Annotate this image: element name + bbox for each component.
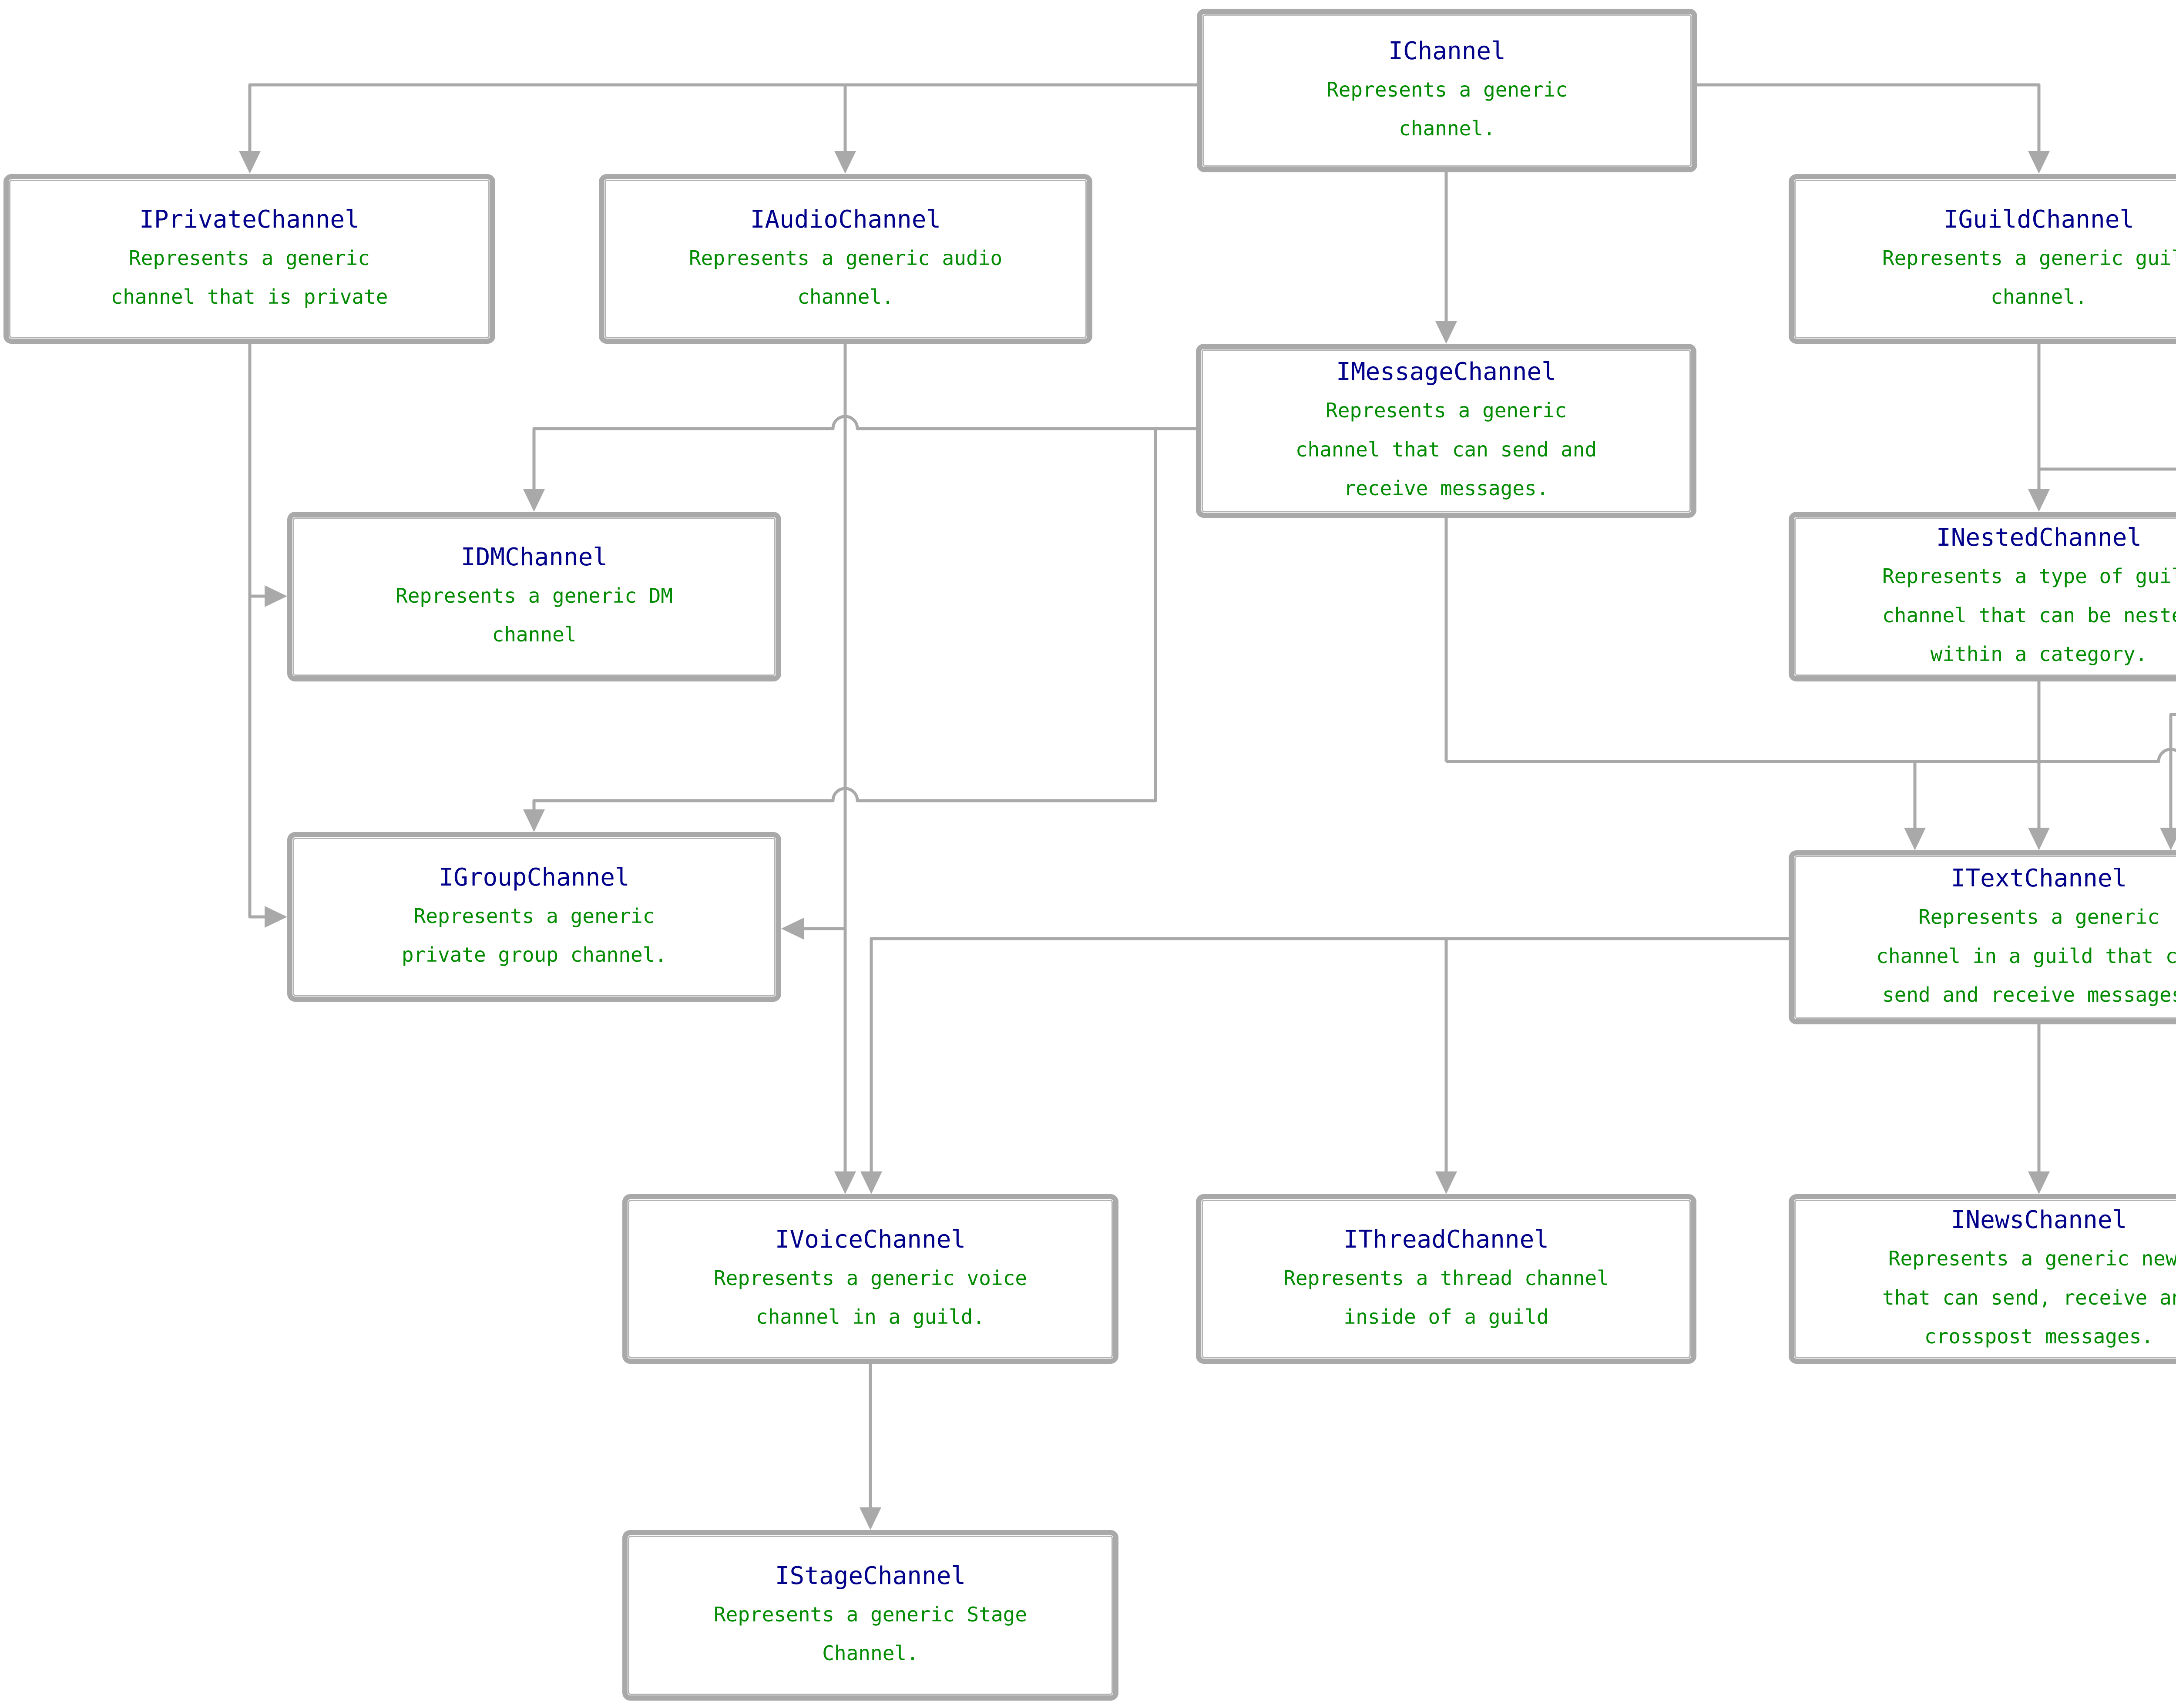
node-title: INestedChannel: [1936, 523, 2142, 552]
arrowhead-IMessageChannel-IGroupChannel: [523, 809, 545, 832]
arrowhead-IIntegrationChannel-ITextChannel: [2160, 828, 2176, 850]
edge-IMessageChannel-IDMChannel: [532, 415, 1196, 489]
arrowhead-IGuildChannel-INestedChannel: [2028, 489, 2050, 512]
node-title: IStageChannel: [775, 1561, 966, 1590]
arrowhead-IChannel-IPrivateChannel: [239, 151, 261, 174]
edge-IPrivateChannel-IDMChannel: [248, 344, 265, 598]
edge-IIntegrationChannel-ITextChannel: [2169, 713, 2176, 828]
desc-line: Represents a type of guild: [1882, 564, 2176, 588]
desc-line: Represents a generic news: [1888, 1246, 2176, 1270]
node-title: IThreadChannel: [1343, 1225, 1549, 1254]
desc-line: Represents a generic: [1918, 905, 2159, 929]
node-iprivatechannel: IPrivateChannel Represents a generic cha…: [3, 174, 495, 344]
node-ithreadchannel: IThreadChannel Represents a thread chann…: [1196, 1194, 1696, 1364]
arrowhead-IAudioChannel-IVoiceChannel: [834, 1171, 856, 1194]
node-igroupchannel: IGroupChannel Represents a generic priva…: [287, 832, 781, 1002]
node-title: IChannel: [1388, 37, 1506, 65]
node-inestedchannel: INestedChannel Represents a type of guil…: [1789, 512, 2176, 681]
desc-line: channel.: [797, 285, 894, 309]
desc-line: Represents a generic guild: [1882, 246, 2176, 270]
node-description: Represents a generic Stage Channel.: [714, 1595, 1027, 1673]
desc-line: channel that can be nested: [1882, 603, 2176, 627]
node-istagechannel: IStageChannel Represents a generic Stage…: [622, 1530, 1118, 1701]
node-title: IAudioChannel: [750, 205, 941, 234]
desc-line: channel that can send and: [1295, 437, 1597, 461]
desc-line: Represents a generic: [413, 904, 655, 928]
node-description: Represents a generic news that can send,…: [1882, 1239, 2176, 1356]
arrowhead-IMessageChannel-IDMChannel: [523, 489, 545, 512]
node-description: Represents a generic channel that is pri…: [111, 239, 388, 317]
node-description: Represents a thread channel inside of a …: [1283, 1259, 1609, 1337]
arrowhead-IAudioChannel-IGroupChannel: [781, 918, 804, 940]
node-description: Represents a generic DM channel: [396, 577, 673, 654]
arrowhead-IChannel-IAudioChannel: [834, 151, 856, 174]
desc-line: inside of a guild: [1343, 1305, 1549, 1329]
desc-line: channel in a guild that can: [1876, 944, 2176, 968]
edge-IChannel-IGuildChannel: [1697, 83, 2041, 151]
arrowhead-IVoiceChannel-IStageChannel: [860, 1507, 881, 1530]
node-description: Represents a generic voice channel in a …: [714, 1259, 1027, 1337]
desc-line: channel.: [1991, 285, 2087, 309]
arrowhead-IChannel-IGuildChannel: [2028, 151, 2050, 174]
arrowhead-IPrivateChannel-IGroupChannel: [265, 906, 287, 928]
node-title: IMessageChannel: [1336, 358, 1556, 386]
arrowhead-ITextChannel-IVoiceChannel: [860, 1171, 882, 1194]
desc-line: Represents a generic Stage: [713, 1602, 1028, 1626]
desc-line: Represents a thread channel: [1283, 1266, 1609, 1290]
arrowhead-IPrivateChannel-IDMChannel: [265, 585, 287, 607]
edge-ITextChannel-IVoiceChannel: [870, 937, 1789, 1171]
arrowhead-INestedChannel-ITextChannel: [2028, 828, 2050, 850]
node-title: IDMChannel: [460, 543, 608, 571]
node-title: IGuildChannel: [1943, 205, 2135, 234]
node-title: INewsChannel: [1951, 1206, 2127, 1235]
node-iguildchannel: IGuildChannel Represents a generic guild…: [1789, 174, 2176, 344]
node-imessagechannel: IMessageChannel Represents a generic cha…: [1196, 344, 1696, 518]
node-title: IGroupChannel: [439, 863, 630, 892]
desc-line: Represents a generic: [1326, 398, 1567, 422]
desc-line: private group channel.: [401, 943, 667, 967]
node-idmchannel: IDMChannel Represents a generic DM chann…: [287, 512, 781, 681]
node-title: ITextChannel: [1951, 864, 2127, 893]
node-title: IPrivateChannel: [139, 205, 359, 234]
arrowhead-ITextChannel-IThreadChannel: [1435, 1171, 1457, 1194]
node-inewschannel: INewsChannel Represents a generic news t…: [1789, 1194, 2176, 1364]
node-description: Represents a generic audio channel.: [689, 239, 1002, 317]
arrowhead-ITextChannel-INewsChannel: [2028, 1171, 2050, 1194]
desc-line: within a category.: [1930, 642, 2148, 666]
node-ichannel: IChannel Represents a generic channel.: [1197, 9, 1697, 172]
arrowhead-IChannel-IMessageChannel: [1435, 321, 1457, 344]
edge-IChannel-IPrivateChannel: [248, 83, 1197, 151]
node-description: Represents a generic channel that can se…: [1296, 391, 1597, 508]
desc-line: Represents a generic DM: [396, 584, 673, 607]
node-description: Represents a generic channel.: [1326, 70, 1568, 148]
desc-line: Represents a generic voice: [713, 1266, 1028, 1290]
desc-line: Represents a generic audio: [688, 246, 1003, 270]
desc-line: that can send, receive and: [1882, 1285, 2176, 1309]
desc-line: channel: [492, 623, 577, 647]
node-description: Represents a type of guild channel that …: [1882, 557, 2176, 674]
desc-line: channel in a guild.: [756, 1305, 985, 1329]
edge-IPrivateChannel-IGroupChannel: [248, 596, 265, 919]
desc-line: crosspost messages.: [1924, 1325, 2154, 1349]
node-ivoicechannel: IVoiceChannel Represents a generic voice…: [622, 1194, 1118, 1364]
node-description: Represents a generic guild channel.: [1882, 239, 2176, 317]
desc-line: send and receive messages.: [1882, 983, 2176, 1007]
desc-line: receive messages.: [1343, 476, 1549, 500]
edge-IGuildChannel-IIntegrationChannel: [2039, 467, 2176, 471]
node-iaudiochannel: IAudioChannel Represents a generic audio…: [599, 174, 1092, 344]
desc-line: Represents a generic: [1326, 77, 1568, 101]
desc-line: channel that is private: [111, 285, 388, 309]
node-title: IVoiceChannel: [775, 1225, 966, 1254]
desc-line: Channel.: [822, 1641, 919, 1665]
node-description: Represents a generic channel in a guild …: [1876, 898, 2176, 1015]
edge-INestedChannel-IForumChannel: [1446, 748, 2176, 763]
node-itextchannel: ITextChannel Represents a generic channe…: [1789, 850, 2176, 1024]
arrowhead-IMessageChannel-ITextChannel: [1904, 828, 1926, 850]
node-description: Represents a generic private group chann…: [402, 897, 667, 975]
desc-line: channel.: [1399, 117, 1495, 141]
desc-line: Represents a generic: [129, 246, 370, 270]
